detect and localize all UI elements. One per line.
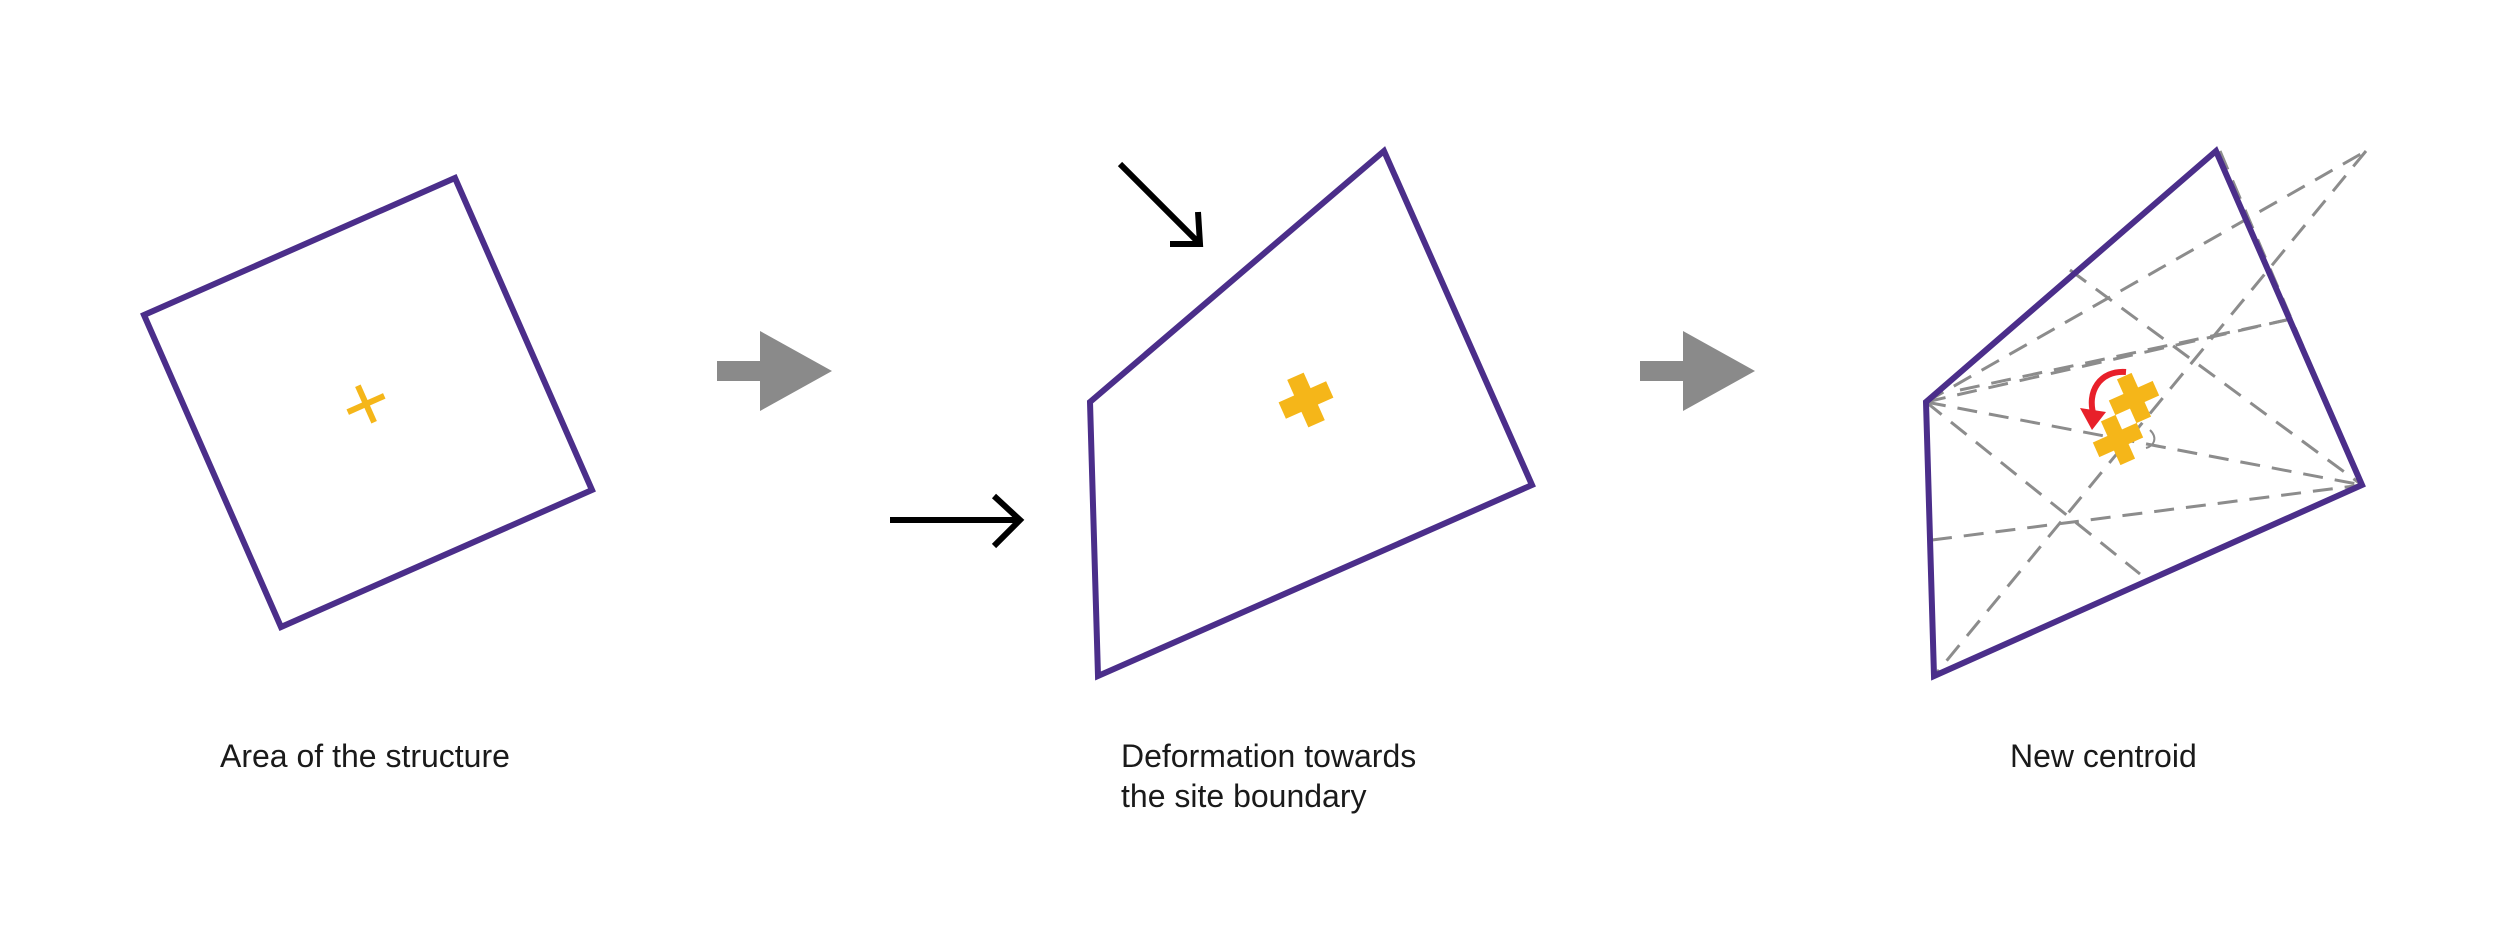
small-hook-mark <box>2145 429 2156 449</box>
step-right-arrow-icon-1 <box>717 331 832 411</box>
caption-step-1: Area of the structure <box>220 736 510 776</box>
structure-outline-deformed <box>1086 146 1536 681</box>
force-arrowhead-left <box>991 493 1025 549</box>
centroid-plus-icon-bold <box>1278 372 1334 428</box>
step-right-arrow-icon-2 <box>1640 331 1755 411</box>
caption-step-2-line-1: Deformation towards <box>1121 738 1417 774</box>
new-centroid-plus-icon <box>2092 414 2144 466</box>
caption-step-1-text: Area of the structure <box>220 738 510 774</box>
force-open-arrow-icon-top <box>1117 161 1201 245</box>
old-centroid-plus-icon <box>2108 372 2160 424</box>
rotation-curved-arrow-icon <box>2080 368 2127 430</box>
caption-step-2: Deformation towards the site boundary <box>1121 736 1416 816</box>
structure-outline-final <box>1922 146 2366 681</box>
caption-step-2-line-2: the site boundary <box>1121 778 1367 814</box>
panel-deformation <box>890 146 1536 681</box>
centroid-plus-icon <box>346 384 386 424</box>
structure-outline-square <box>140 174 596 631</box>
panel-original-area <box>140 174 596 631</box>
caption-step-3: New centroid <box>2010 736 2197 776</box>
force-arrowhead-top <box>1170 211 1204 247</box>
panel-new-centroid <box>1922 146 2368 681</box>
caption-step-3-text: New centroid <box>2010 738 2197 774</box>
